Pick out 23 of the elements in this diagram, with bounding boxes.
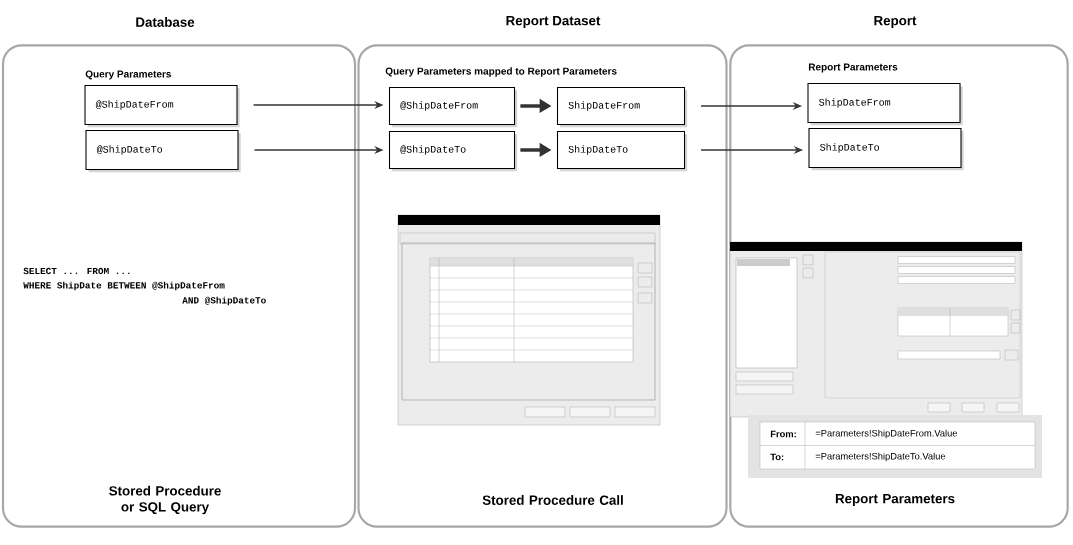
parameter-box: @ShipDateFrom bbox=[84, 84, 240, 128]
parameter-box: ShipDateFrom bbox=[807, 82, 963, 126]
table-cell: =Parameters!ShipDateTo.Value bbox=[815, 452, 946, 462]
table-cell: =Parameters!ShipDateFrom.Value bbox=[815, 429, 958, 439]
panel-caption: Stored Procedure Call bbox=[482, 495, 623, 505]
panel-caption: Stored Procedure or SQL Query bbox=[109, 485, 221, 515]
panel-heading: Database bbox=[136, 17, 195, 27]
sql-code: WHERE ShipDate BETWEEN @ShipDateFrom bbox=[23, 281, 225, 291]
parameter-box: ShipDateFrom bbox=[556, 86, 688, 128]
parameter-box: @ShipDateFrom bbox=[388, 86, 518, 128]
panel-heading: Report bbox=[874, 16, 917, 28]
sql-code: SELECT ... FROM ... bbox=[23, 267, 130, 275]
table-header: To: bbox=[770, 453, 784, 461]
panel-heading: Report Dataset bbox=[506, 16, 601, 28]
parameter-box: @ShipDateTo bbox=[85, 129, 241, 173]
section-heading: Report Parameters bbox=[808, 63, 898, 73]
sql-code: AND @ShipDateTo bbox=[182, 296, 266, 306]
table-header: From: bbox=[770, 430, 796, 438]
parameter-box: ShipDateTo bbox=[556, 130, 688, 172]
parameter-box: @ShipDateTo bbox=[388, 130, 518, 172]
section-heading: Query Parameters mapped to Report Parameters bbox=[385, 67, 617, 77]
parameter-box: ShipDateTo bbox=[808, 127, 964, 171]
panel-caption: Report Parameters bbox=[835, 494, 955, 506]
